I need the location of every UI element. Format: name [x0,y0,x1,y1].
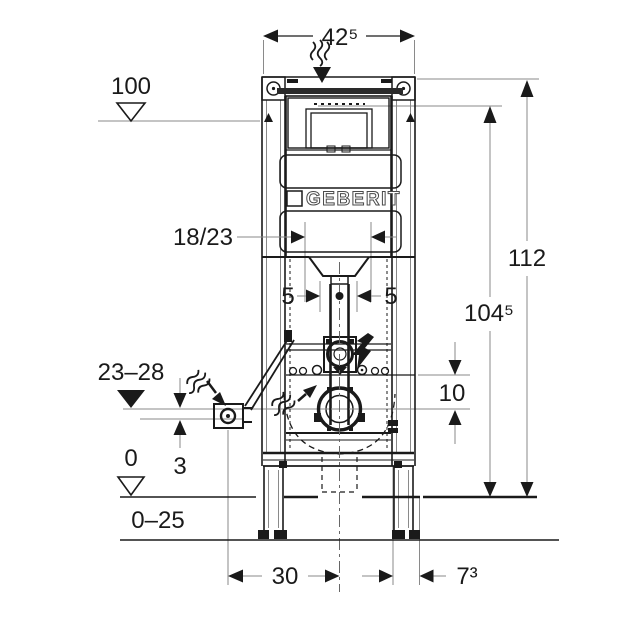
interior-components [213,259,415,493]
dim-label-foot-to-center: 30 [272,563,299,590]
brand-label: GEBERIT [306,189,401,210]
mounting-frame [258,76,420,539]
dim-rear-offset: 7³ [362,563,478,590]
wall-bracket-fitting [213,403,252,429]
dim-label-total-height: 112 [508,245,546,272]
rail-marker-right [406,113,415,122]
leg-right [392,466,420,539]
concealed-cistern: GEBERIT [262,95,415,285]
dim-label-level-zero: 0 [124,445,137,472]
leg-left [258,466,287,539]
vent-symbol-center [271,391,296,416]
vent-symbol-left [186,369,211,394]
flash-symbol [352,333,374,369]
level-marker-100: 100 [111,73,151,123]
level-marker-outlet: 23–28 [98,359,165,408]
connection-ports [288,364,390,376]
dim-label-rough-in: 18/23 [173,224,233,251]
dim-rough-in: 18/23 [173,224,397,251]
actuator-cover [279,210,402,253]
floor-lines [120,495,559,541]
dim-label-offset-right: 5 [384,283,397,310]
dim-label-outlet-range: 23–28 [98,359,165,386]
dim-label-level-100: 100 [111,73,151,100]
dim-label-rear-offset: 7³ [456,563,477,590]
vent-symbol-top [309,39,331,83]
dim-bracket-gap: 3 [173,378,187,480]
inspection-opening [287,97,390,153]
reference-lines [98,40,539,585]
dim-top-width: 42⁵ [263,24,415,51]
support-brace [244,330,295,411]
dim-label-bracket-gap: 3 [173,453,186,480]
dim-label-supply-gap: 10 [439,380,466,407]
dim-label-actuator-height: 104⁵ [464,300,514,327]
vent-symbols [186,39,331,416]
top-crossbar [277,88,403,94]
dimensions: 42⁵ 100 112 104⁵ 18/23 [98,24,547,590]
service-cover [279,154,402,189]
dim-supply-gap: 10 [439,342,466,444]
dim-label-top-width: 42⁵ [322,24,359,51]
dim-foot-to-center: 30 [228,563,340,590]
dim-actuator-height: 104⁵ [464,106,514,497]
geberit-logo: GEBERIT [286,189,401,211]
level-marker-zero: 0 [116,445,146,497]
dim-total-height: 112 [508,80,546,497]
outlet-duct-dashed [321,457,358,493]
dim-label-floor-buildup: 0–25 [131,507,184,534]
dim-offsets: 5 5 [281,283,397,310]
dim-label-offset-left: 5 [281,283,294,310]
rail-marker-left [264,113,273,122]
